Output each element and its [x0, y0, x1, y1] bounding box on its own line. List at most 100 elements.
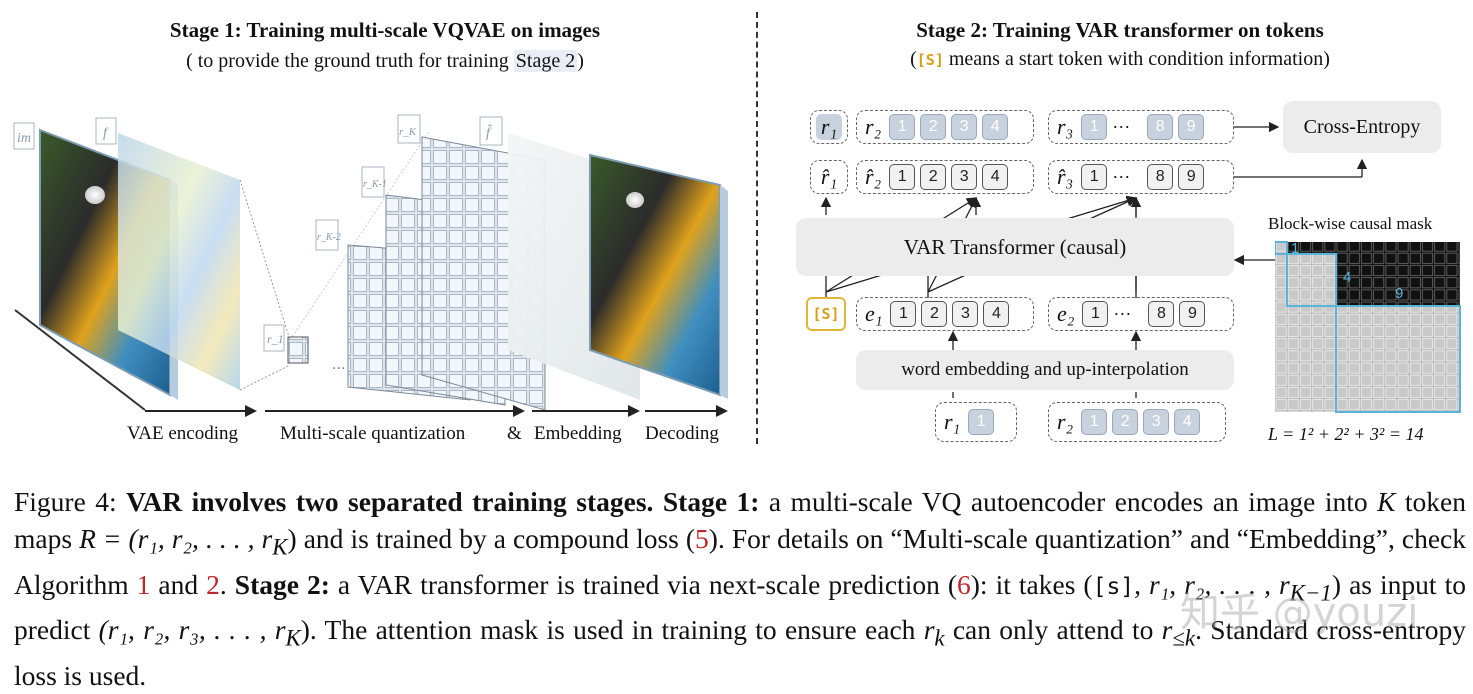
token: 9 [1178, 114, 1205, 140]
input-e2: e₂ [1057, 301, 1075, 326]
arrow-vae [145, 410, 245, 412]
start-token-box: [S] [806, 297, 846, 331]
pred-r2-group: r̂₂ 1 2 3 4 [856, 160, 1034, 194]
mask-num-1: 1 [1291, 240, 1299, 257]
tag-f: f [103, 126, 109, 141]
target-r2: r₂ [865, 114, 882, 139]
token: 1 [1081, 114, 1108, 140]
arrow-dec [645, 410, 717, 412]
token: 1 [1081, 164, 1108, 190]
token: 3 [951, 114, 978, 140]
token: 1 [889, 114, 916, 140]
caption-bold-intro: VAR involves two separated training stag… [126, 486, 654, 517]
stage2-link[interactable]: Stage 2 [513, 50, 578, 72]
tag-rK: r_K [399, 126, 417, 138]
start-token-legend: [S] [916, 51, 944, 69]
word-embedding-box: word embedding and up-interpolation [856, 350, 1234, 390]
input-e1: e₁ [865, 301, 883, 326]
caption-stage2: Stage 2: [234, 568, 330, 600]
ref-eq6[interactable]: 6 [957, 568, 971, 600]
mask-title: Block-wise causal mask [1268, 214, 1433, 233]
pred-r3-group: r̂₃ 1 ··· 8 9 [1048, 160, 1234, 194]
mask-num-4: 4 [1343, 269, 1351, 286]
label-decoding: Decoding [645, 423, 719, 444]
target-r1-group: r₁ [810, 110, 848, 144]
token: 9 [1178, 164, 1205, 190]
token: 9 [1179, 301, 1206, 327]
target-r3-group: r₃ 1 ··· 8 9 [1048, 110, 1234, 144]
source-r1-group: r₁ 1 [935, 402, 1017, 442]
perspective-line [14, 309, 146, 411]
token: 3 [952, 301, 979, 327]
pred-r2: r̂₂ [865, 164, 882, 189]
arrow-dec-head [716, 405, 728, 417]
parrot-eye-output [626, 192, 644, 208]
arrow-emb-head [628, 405, 640, 417]
r1-token-map [287, 336, 309, 364]
stage1-subtitle: ( to provide the ground truth for traini… [186, 50, 584, 72]
token: 8 [1147, 114, 1174, 140]
input-e2-group: e₂ 1 ··· 8 9 [1048, 297, 1234, 331]
figure-caption: Figure 4: VAR involves two separated tra… [14, 486, 1466, 691]
parrot-eye [85, 186, 105, 204]
tag-im: im [17, 131, 31, 146]
label-multiscale-quantization: Multi-scale quantization [280, 423, 466, 444]
token: 4 [982, 164, 1009, 190]
stage-divider [756, 12, 758, 444]
token: 2 [920, 164, 947, 190]
vqvae-illustration: ··· im f r_K r_K-1 r_K-2 r_1 f̂ [13, 114, 728, 411]
token: 4 [983, 301, 1010, 327]
token: 1 [1082, 301, 1109, 327]
token: 1 [889, 164, 916, 190]
ref-alg2[interactable]: 2 [206, 568, 220, 600]
tag-r1: r_1 [267, 332, 284, 346]
causal-mask-grid: 1 4 9 [1275, 240, 1461, 413]
token: 3 [951, 164, 978, 190]
tag-rK2: r_K-2 [317, 232, 341, 243]
ref-alg1[interactable]: 1 [136, 568, 151, 600]
ellipsis: ··· [1113, 303, 1132, 324]
label-vae-encoding: VAE encoding [127, 423, 238, 444]
token: 8 [1147, 164, 1174, 190]
mask-num-9: 9 [1395, 285, 1403, 302]
token: 1 [890, 301, 917, 327]
token: 4 [1174, 409, 1201, 435]
mask-formula: L = 1² + 2² + 3² = 14 [1268, 424, 1424, 444]
feature-map-plane [118, 133, 240, 390]
token: 2 [920, 114, 947, 140]
ellipsis: ··· [1112, 116, 1131, 137]
arrow-msq [265, 410, 515, 412]
var-transformer-box: VAR Transformer (causal) [796, 218, 1234, 276]
stage2-title: Stage 2: Training VAR transformer on tok… [916, 18, 1324, 42]
stage1-title: Stage 1: Training multi-scale VQVAE on i… [169, 18, 601, 42]
token: 4 [982, 114, 1009, 140]
pred-r1: r̂₁ [820, 164, 838, 189]
arrow-vae-head [245, 405, 257, 417]
stage2-subtitle: ([S] means a start token with condition … [910, 48, 1330, 70]
ellipsis: ··· [1112, 166, 1131, 187]
target-r1: r₁ [815, 114, 843, 140]
watermark: 知乎 @youzi [1180, 590, 1419, 636]
label-embedding: Embedding [534, 423, 622, 444]
token: 2 [921, 301, 948, 327]
cross-entropy-box: Cross-Entropy [1283, 101, 1441, 153]
caption-fig-label: Figure 4: [14, 486, 127, 517]
target-r3: r₃ [1057, 114, 1074, 139]
token: 1 [968, 409, 995, 435]
arrow-emb [532, 410, 630, 412]
target-r2-group: r₂ 1 2 3 4 [856, 110, 1034, 144]
ref-eq5[interactable]: 5 [695, 523, 709, 554]
pred-r3: r̂₃ [1057, 164, 1074, 189]
token: 2 [1112, 409, 1139, 435]
start-token: [S] [812, 305, 840, 323]
pred-r1-group: r̂₁ [810, 160, 848, 194]
caption-stage1: Stage 1: [662, 486, 760, 517]
stage1-dots: ··· [332, 361, 345, 377]
token: 8 [1148, 301, 1175, 327]
token: 3 [1143, 409, 1170, 435]
input-e1-group: e₁ 1 2 3 4 [856, 297, 1034, 331]
token: 1 [1081, 409, 1108, 435]
source-r2-group: r₂ 1 2 3 4 [1048, 402, 1226, 442]
source-r1: r₁ [944, 409, 961, 434]
label-ampersand: & [507, 423, 522, 444]
